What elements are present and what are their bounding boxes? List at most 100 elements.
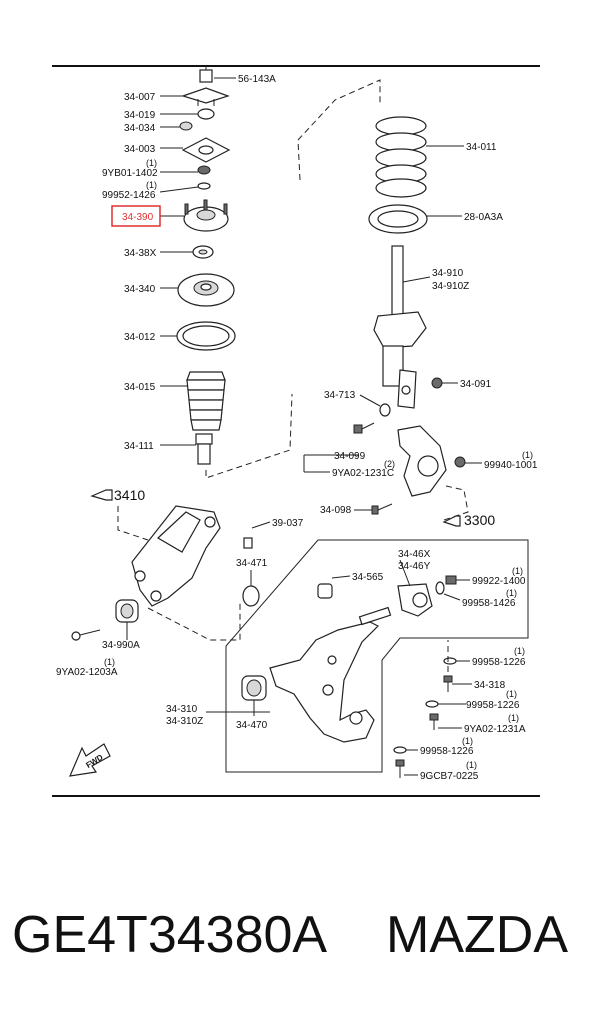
callout-9YA02-1203A[interactable]: 9YA02-1203A <box>56 667 118 678</box>
callout-28-0A3A[interactable]: 28-0A3A <box>464 212 503 223</box>
brand-name: MAZDA <box>386 906 568 964</box>
part-99940-1001[interactable] <box>454 456 466 468</box>
ref-3300-arrow[interactable] <box>442 515 461 527</box>
callout-3410[interactable]: 3410 <box>114 487 145 503</box>
footer-caption: GE4T34380A MAZDA <box>0 905 600 975</box>
part-34-015[interactable] <box>186 371 226 431</box>
callout-99958-1226-a[interactable]: 99958-1226 <box>472 657 526 668</box>
callout-34-390[interactable]: 34-390 <box>122 212 154 223</box>
callout-34-470[interactable]: 34-470 <box>236 720 268 731</box>
ref-3410-arrow[interactable] <box>90 489 113 501</box>
callout-99958-1226-b[interactable]: 99958-1226 <box>466 700 520 711</box>
lower-arm-box <box>225 539 529 773</box>
part-99958-1226-b[interactable] <box>425 700 439 708</box>
callout-9YA02-1231A[interactable]: 9YA02-1231A <box>464 724 526 735</box>
callout-9YB01-1402[interactable]: 9YB01-1402 <box>102 168 158 179</box>
part-34-340[interactable] <box>177 273 235 307</box>
part-99922-1400[interactable] <box>445 575 457 585</box>
part-9YB01-1402[interactable] <box>197 165 211 175</box>
qty-99922-1400: (1) <box>512 566 523 576</box>
callout-34-990A[interactable]: 34-990A <box>102 640 140 651</box>
part-34-012[interactable] <box>176 321 236 351</box>
part-34-034[interactable] <box>179 121 193 131</box>
callout-9GCB7-0225[interactable]: 9GCB7-0225 <box>420 771 479 782</box>
part-99958-1226-c[interactable] <box>393 746 407 754</box>
part-34-38X[interactable] <box>192 245 214 259</box>
part-99952-1426[interactable] <box>197 182 211 190</box>
callout-34-099[interactable]: 34-099 <box>334 451 366 462</box>
callout-34-034[interactable]: 34-034 <box>124 123 156 134</box>
callout-99922-1400[interactable]: 99922-1400 <box>472 576 526 587</box>
callout-34-011[interactable]: 34-011 <box>466 142 497 153</box>
callout-39-037[interactable]: 39-037 <box>272 518 304 529</box>
callout-34-019[interactable]: 34-019 <box>124 110 156 121</box>
callout-34-340[interactable]: 34-340 <box>124 284 156 295</box>
callout-34-003[interactable]: 34-003 <box>124 144 156 155</box>
callout-99958-1426[interactable]: 99958-1426 <box>462 598 516 609</box>
part-34-310[interactable] <box>269 606 392 743</box>
callout-34-318[interactable]: 34-318 <box>474 680 506 691</box>
part-99958-1426[interactable] <box>435 581 445 595</box>
part-34-318[interactable] <box>443 675 453 692</box>
part-34-003[interactable] <box>181 137 231 163</box>
callout-56-143A[interactable]: 56-143A <box>238 74 276 85</box>
callout-34-007[interactable]: 34-007 <box>124 92 156 103</box>
part-34-565[interactable] <box>317 583 333 599</box>
part-34-390[interactable] <box>183 199 229 232</box>
qty-99958-1226-b: (1) <box>506 689 517 699</box>
callout-34-910[interactable]: 34-910 <box>432 268 464 279</box>
callout-99952-1426[interactable]: 99952-1426 <box>102 190 156 201</box>
qty-9YA02-1203A: (1) <box>104 657 115 667</box>
qty-99958-1426: (1) <box>506 588 517 598</box>
part-34-091[interactable] <box>431 377 443 389</box>
qty-99958-1226-a: (1) <box>514 646 525 656</box>
part-34-471[interactable] <box>242 585 260 607</box>
part-number: GE4T34380A <box>12 906 328 964</box>
callout-34-910Z[interactable]: 34-910Z <box>432 281 469 292</box>
callout-34-310Z[interactable]: 34-310Z <box>166 716 203 727</box>
part-56-143A[interactable] <box>199 66 213 83</box>
callout-34-46X[interactable]: 34-46X <box>398 549 431 560</box>
part-34-098[interactable] <box>371 503 393 515</box>
part-34-007[interactable] <box>181 87 230 106</box>
part-34-46X[interactable] <box>397 583 433 617</box>
callout-34-310[interactable]: 34-310 <box>166 704 198 715</box>
callout-34-098[interactable]: 34-098 <box>320 505 352 516</box>
part-34-470[interactable] <box>241 675 267 701</box>
subframe-3410 <box>131 505 221 607</box>
part-34-011[interactable] <box>375 116 427 198</box>
callout-34-091[interactable]: 34-091 <box>460 379 492 390</box>
steering-knuckle <box>397 425 447 497</box>
part-9YA02-1203A[interactable] <box>71 629 101 641</box>
callout-99958-1226-c[interactable]: 99958-1226 <box>420 746 474 757</box>
callout-34-565[interactable]: 34-565 <box>352 572 384 583</box>
part-34-099[interactable] <box>353 422 375 434</box>
part-9GCB7-0225[interactable] <box>395 759 405 778</box>
part-34-910[interactable] <box>373 245 427 409</box>
part-28-0A3A[interactable] <box>368 204 428 234</box>
part-34-019[interactable] <box>197 108 215 120</box>
qty-99958-1226-c: (1) <box>462 736 473 746</box>
callout-99940-1001[interactable]: 99940-1001 <box>484 460 538 471</box>
callout-34-38X[interactable]: 34-38X <box>124 248 157 259</box>
part-39-037[interactable] <box>243 537 253 549</box>
qty-9YA02-1231A: (1) <box>508 713 519 723</box>
callout-34-012[interactable]: 34-012 <box>124 332 156 343</box>
part-34-713[interactable] <box>379 403 391 417</box>
part-9YA02-1231A[interactable] <box>429 713 439 730</box>
part-99958-1226-a[interactable] <box>443 657 457 665</box>
fwd-arrow-icon: FWD <box>69 743 111 777</box>
callout-34-015[interactable]: 34-015 <box>124 382 156 393</box>
highlight-34-390 <box>111 205 161 227</box>
callout-3300[interactable]: 3300 <box>464 512 495 528</box>
part-34-111[interactable] <box>195 433 213 465</box>
callout-34-111[interactable]: 34-111 <box>124 441 154 452</box>
qty-99940-1001: (1) <box>522 450 533 460</box>
callout-9YA02-1231C[interactable]: 9YA02-1231C <box>332 468 394 479</box>
callout-34-46Y[interactable]: 34-46Y <box>398 561 431 572</box>
part-34-990A[interactable] <box>115 599 139 623</box>
callout-34-713[interactable]: 34-713 <box>324 390 356 401</box>
callout-34-471[interactable]: 34-471 <box>236 558 268 569</box>
qty-9YB01-1402: (1) <box>146 158 157 168</box>
